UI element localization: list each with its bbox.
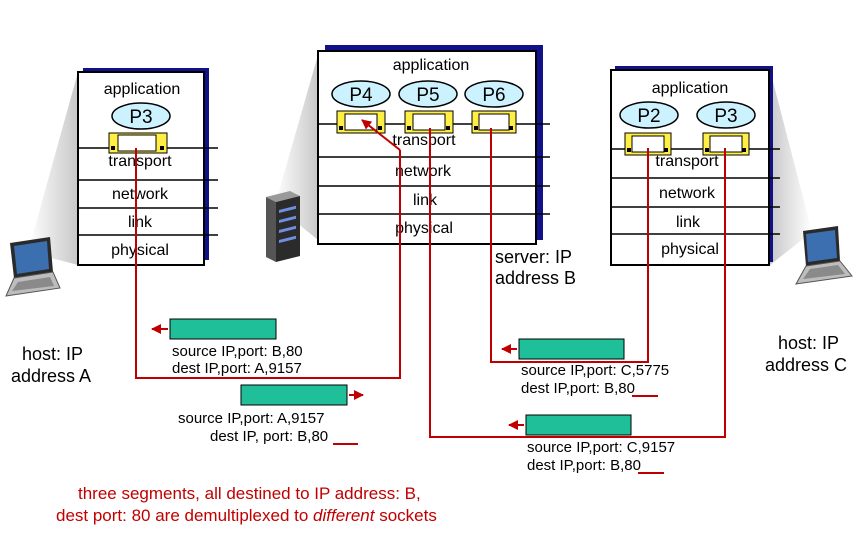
segment-1-packet — [169, 318, 277, 340]
server-socket-p4 — [336, 110, 386, 134]
host-a-beam — [28, 72, 78, 265]
path-arrow-into-p4 — [361, 119, 401, 151]
host-c-layer-application: application — [652, 80, 729, 97]
host-c-layer-physical: physical — [661, 241, 719, 258]
segment-2-source: source IP,port: A,9157 — [178, 410, 325, 427]
segment-2-packet — [240, 384, 348, 406]
server-layer-application: application — [393, 57, 470, 74]
footer-line2: dest port: 80 are demultiplexed to diffe… — [56, 506, 437, 525]
host-c-process-p3 — [696, 101, 756, 129]
server-process-p5-label: P5 — [416, 85, 439, 106]
server-socket-p5 — [404, 110, 454, 134]
host-a-layer-application: application — [104, 81, 181, 98]
host-c-caption-line2: address C — [765, 355, 847, 375]
server-caption-line2: address B — [495, 268, 576, 288]
segment-2-dest: dest IP, port: B,80 — [210, 428, 328, 445]
server-process-p5 — [398, 80, 458, 108]
segment-4-packet — [525, 414, 632, 436]
server-layer-transport: transport — [392, 132, 456, 149]
path-c-server-p5 — [429, 128, 726, 438]
server-layer-link: link — [413, 192, 438, 209]
segment-3-dest: dest IP,port: B,80 — [521, 380, 635, 397]
host-a-layer-link: link — [128, 214, 153, 231]
segment-3-packet — [518, 338, 625, 360]
laptop-icon-host-c — [795, 226, 853, 285]
server-tower-icon — [266, 191, 300, 262]
segment-paths — [135, 119, 726, 438]
host-c-process-p2-label: P2 — [637, 106, 660, 127]
host-c-caption-line1: host: IP — [778, 333, 839, 353]
host-a-caption-line1: host: IP — [22, 344, 83, 364]
host-a-caption-line2: address A — [11, 366, 91, 386]
segment-4-source: source IP,port: C,9157 — [527, 439, 675, 456]
host-c-process-p3-label: P3 — [714, 106, 737, 127]
host-a-layer-physical: physical — [111, 242, 169, 259]
host-c-layer-transport: transport — [655, 153, 719, 170]
segment-3: source IP,port: C,5775 dest IP,port: B,8… — [501, 338, 669, 397]
host-a-layer-network: network — [112, 186, 169, 203]
segment-1: source IP,port: B,80 dest IP,port: A,915… — [151, 318, 303, 377]
path-a-server-p4 — [135, 148, 401, 379]
host-c-layer-link: link — [676, 214, 701, 231]
laptop-icon-host-a — [5, 237, 61, 297]
host-c-socket-p3 — [702, 132, 750, 156]
host-a-layer-transport: transport — [108, 153, 172, 170]
footer-line1: three segments, all destined to IP addre… — [78, 484, 421, 503]
host-c-beam — [770, 70, 812, 265]
host-c-socket-p2 — [624, 132, 672, 156]
segment-4-dest: dest IP,port: B,80 — [527, 457, 641, 474]
server-process-p6-label: P6 — [482, 85, 505, 106]
segment-2: source IP,port: A,9157 dest IP, port: B,… — [178, 384, 364, 445]
path-c-server-p6 — [490, 128, 649, 363]
server-process-p4-label: P4 — [349, 85, 373, 106]
segment-4: source IP,port: C,9157 dest IP,port: B,8… — [508, 414, 675, 474]
host-c-layer-network: network — [659, 185, 716, 202]
host-a-process-p3 — [111, 102, 171, 130]
segment-3-source: source IP,port: C,5775 — [521, 362, 669, 379]
host-c-process-p2 — [619, 101, 679, 129]
server-layer-physical: physical — [395, 220, 453, 237]
server-caption-line1: server: IP — [495, 247, 572, 267]
host-a-process-p3-label: P3 — [129, 107, 152, 128]
server-process-p6 — [464, 80, 524, 108]
server-layer-network: network — [395, 163, 452, 180]
host-a-socket — [108, 132, 168, 154]
server-socket-p6 — [471, 110, 517, 134]
segment-1-dest: dest IP,port: A,9157 — [172, 360, 302, 377]
server-stack: application transport network link physi… — [317, 45, 550, 245]
host-a-stack: application transport network link physi… — [77, 68, 218, 266]
server-process-p4 — [331, 80, 391, 108]
host-c-stack: application transport network link physi… — [610, 66, 780, 266]
segment-1-source: source IP,port: B,80 — [172, 343, 303, 360]
